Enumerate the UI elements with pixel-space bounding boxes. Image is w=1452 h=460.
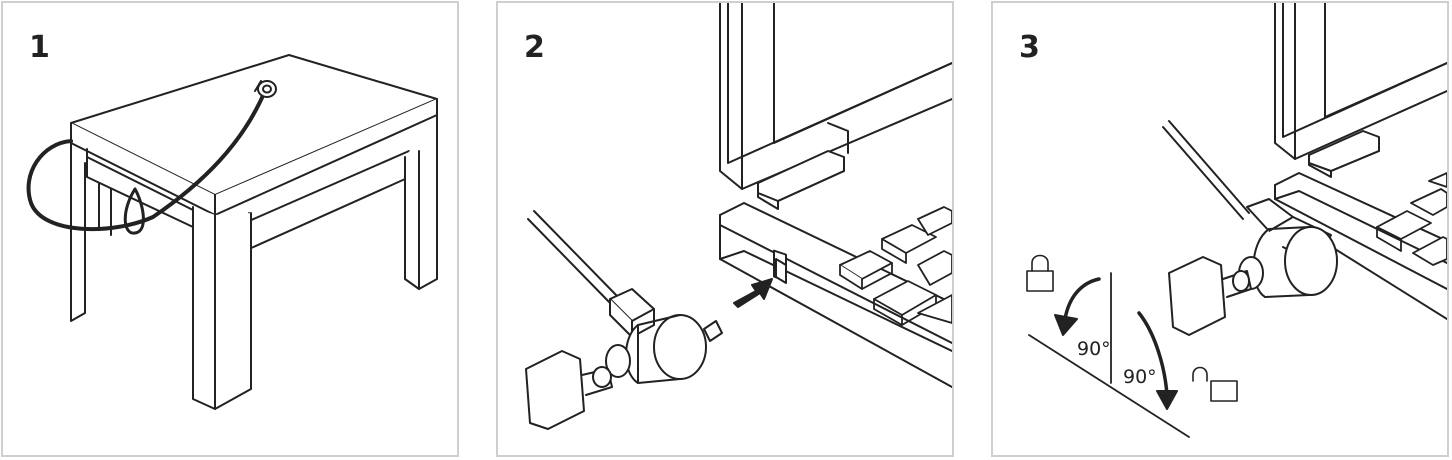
- padlock-open-icon: [1192, 366, 1238, 402]
- padlock-closed-icon: [1026, 254, 1054, 292]
- lock-rotate-illustration: 90° 90°: [1026, 3, 1447, 438]
- rotate-arrow-icon: [1137, 311, 1169, 397]
- key: [1168, 256, 1252, 336]
- step-number: 1: [29, 30, 50, 65]
- lock-head: [605, 288, 723, 384]
- table-illustration: [26, 54, 438, 410]
- angle-label-lock: 90°: [1077, 338, 1111, 360]
- lock-head: [1238, 198, 1338, 298]
- step-1-panel: 1: [1, 1, 459, 457]
- insert-arrow-icon: [733, 278, 773, 308]
- key: [525, 350, 613, 430]
- rotate-arrow-icon: [1063, 277, 1101, 321]
- cable-loop-head: [254, 80, 277, 98]
- step-3-panel: 3: [991, 1, 1449, 457]
- step-2-panel: 2: [496, 1, 954, 457]
- angle-label-unlock: 90°: [1123, 366, 1157, 388]
- step-number: 2: [524, 30, 545, 65]
- laptop-insert-illustration: [525, 3, 952, 430]
- step-number: 3: [1019, 30, 1040, 65]
